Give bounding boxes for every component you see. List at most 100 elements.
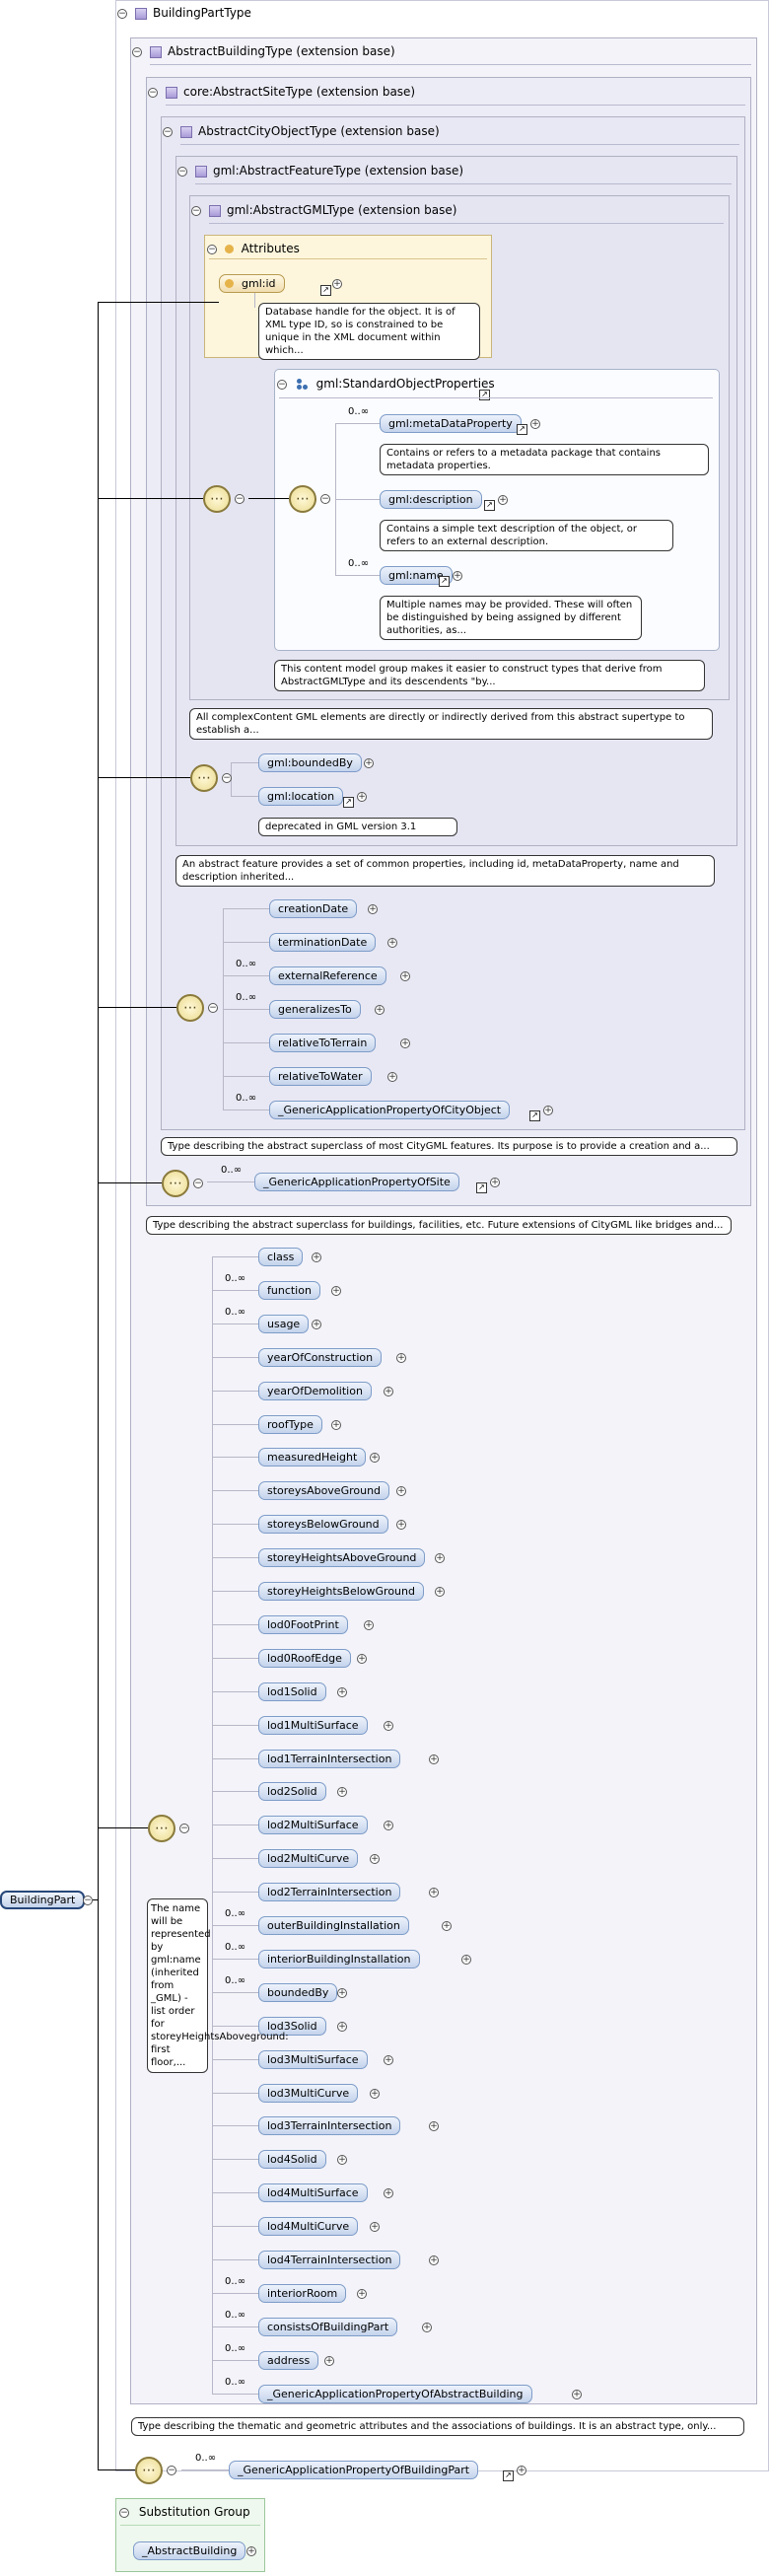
link-icon[interactable]: ↗ [529, 1110, 540, 1121]
schema-element[interactable]: _GenericApplicationPropertyOfAbstractBui… [258, 2384, 532, 2403]
schema-element[interactable]: relativeToTerrain [269, 1034, 377, 1052]
collapse-icon[interactable]: − [207, 244, 217, 254]
schema-element[interactable]: interiorBuildingInstallation [258, 1949, 420, 1968]
schema-element[interactable]: storeyHeightsBelowGround [258, 1582, 424, 1601]
schema-element[interactable]: _GenericApplicationPropertyOfSite [254, 1173, 459, 1191]
collapse-icon[interactable]: − [235, 494, 245, 504]
expand-icon[interactable]: + [530, 419, 540, 429]
expand-icon[interactable]: + [370, 1854, 380, 1865]
expand-icon[interactable]: + [429, 1888, 439, 1898]
collapse-icon[interactable]: − [163, 126, 173, 137]
collapse-icon[interactable]: − [167, 2466, 176, 2475]
expand-icon[interactable]: + [396, 1486, 406, 1497]
schema-element[interactable]: gml:name [380, 566, 453, 585]
expand-icon[interactable]: + [396, 1352, 406, 1363]
collapse-icon[interactable]: − [193, 1179, 203, 1188]
abstract-site-type-header[interactable]: −core:AbstractSiteType (extension base) [148, 85, 415, 99]
expand-icon[interactable]: + [357, 2288, 367, 2299]
expand-icon[interactable]: + [461, 1954, 471, 1965]
building-part-type-header[interactable]: −BuildingPartType [117, 6, 251, 20]
link-icon[interactable]: ↗ [479, 390, 490, 400]
link-icon[interactable]: ↗ [503, 2470, 514, 2481]
abstract-gml-type-header[interactable]: −gml:AbstractGMLType (extension base) [191, 203, 456, 217]
expand-icon[interactable]: + [337, 2021, 347, 2032]
expand-icon[interactable]: + [490, 1178, 500, 1187]
sequence-icon[interactable]: ⋯ [289, 485, 316, 513]
schema-element[interactable]: gml:boundedBy [258, 753, 362, 772]
expand-icon[interactable]: + [517, 2466, 526, 2475]
collapse-icon[interactable]: − [208, 1003, 218, 1013]
schema-element[interactable]: lod3Solid [258, 2016, 326, 2036]
expand-icon[interactable]: + [246, 2546, 256, 2556]
attributes-header[interactable]: − Attributes [207, 242, 300, 255]
expand-icon[interactable]: + [368, 904, 378, 914]
schema-element[interactable]: outerBuildingInstallation [258, 1916, 409, 1935]
schema-element[interactable]: storeyHeightsAboveGround [258, 1548, 426, 1568]
collapse-icon[interactable]: − [148, 87, 158, 98]
collapse-icon[interactable]: − [83, 1896, 93, 1905]
expand-icon[interactable]: + [498, 495, 508, 505]
schema-element[interactable]: interiorRoom [258, 2283, 347, 2303]
schema-element[interactable]: measuredHeight [258, 1448, 367, 1467]
sequence-icon[interactable]: ⋯ [148, 1815, 175, 1842]
expand-icon[interactable]: + [572, 2389, 582, 2399]
schema-element[interactable]: relativeToWater [269, 1067, 372, 1086]
schema-element[interactable]: lod3MultiSurface [258, 2049, 368, 2069]
expand-icon[interactable]: + [384, 1386, 393, 1396]
sequence-icon[interactable]: ⋯ [162, 1170, 189, 1197]
schema-element[interactable]: storeysAboveGround [258, 1481, 390, 1501]
expand-icon[interactable]: + [429, 2121, 439, 2132]
expand-icon[interactable]: + [337, 1787, 347, 1798]
schema-element[interactable]: lod2TerrainIntersection [258, 1883, 401, 1902]
expand-icon[interactable]: + [384, 2188, 393, 2199]
schema-element[interactable]: _GenericApplicationPropertyOfCityObject [269, 1101, 511, 1119]
expand-icon[interactable]: + [375, 1005, 385, 1015]
expand-icon[interactable]: + [543, 1106, 553, 1115]
expand-icon[interactable]: + [384, 1821, 393, 1831]
schema-element[interactable]: yearOfDemolition [258, 1381, 372, 1400]
sequence-icon[interactable]: ⋯ [203, 485, 231, 513]
schema-element[interactable]: gml:metaDataProperty [380, 414, 522, 433]
expand-icon[interactable]: + [337, 2155, 347, 2166]
substitution-item[interactable]: _AbstractBuilding [133, 2541, 246, 2560]
schema-element[interactable]: storeysBelowGround [258, 1515, 388, 1535]
collapse-icon[interactable]: − [222, 773, 232, 783]
collapse-icon[interactable]: − [177, 166, 187, 177]
collapse-icon[interactable]: − [179, 1824, 189, 1833]
expand-icon[interactable]: + [396, 1520, 406, 1531]
schema-element[interactable]: usage [258, 1314, 310, 1333]
abstract-feature-type-header[interactable]: −gml:AbstractFeatureType (extension base… [177, 164, 463, 178]
sequence-icon[interactable]: ⋯ [190, 764, 218, 792]
schema-element[interactable]: lod3MultiCurve [258, 2083, 359, 2103]
expand-icon[interactable]: + [312, 1252, 321, 1262]
expand-icon[interactable]: + [453, 571, 462, 581]
schema-element[interactable]: roofType [258, 1414, 322, 1434]
expand-icon[interactable]: + [384, 1720, 393, 1731]
schema-element[interactable]: lod2MultiCurve [258, 1849, 359, 1869]
schema-element[interactable]: gml:description [380, 490, 482, 509]
schema-element[interactable]: lod2MultiSurface [258, 1816, 368, 1835]
link-icon[interactable]: ↗ [484, 500, 495, 511]
link-icon[interactable]: ↗ [343, 797, 354, 808]
collapse-icon[interactable]: − [320, 494, 330, 504]
expand-icon[interactable]: + [357, 792, 367, 802]
schema-element[interactable]: gml:location [258, 787, 344, 806]
expand-icon[interactable]: + [337, 1686, 347, 1697]
expand-icon[interactable]: + [435, 1587, 445, 1597]
abstract-city-object-type-header[interactable]: −AbstractCityObjectType (extension base) [163, 124, 440, 138]
expand-icon[interactable]: + [332, 279, 342, 289]
collapse-icon[interactable]: − [191, 205, 201, 216]
expand-icon[interactable]: + [370, 1453, 380, 1464]
schema-element[interactable]: lod4MultiSurface [258, 2183, 368, 2203]
schema-element[interactable]: externalReference [269, 966, 386, 985]
expand-icon[interactable]: + [429, 2255, 439, 2265]
schema-element[interactable]: lod1Solid [258, 1682, 326, 1701]
collapse-icon[interactable]: − [117, 8, 127, 19]
collapse-icon[interactable]: − [277, 379, 287, 390]
expand-icon[interactable]: + [429, 1753, 439, 1764]
attribute-gml-id[interactable]: gml:id [219, 274, 285, 293]
expand-icon[interactable]: + [370, 2088, 380, 2099]
schema-element[interactable]: lod2Solid [258, 1782, 326, 1802]
abstract-building-type-header[interactable]: −AbstractBuildingType (extension base) [132, 44, 395, 58]
schema-element[interactable]: lod1TerrainIntersection [258, 1749, 401, 1768]
